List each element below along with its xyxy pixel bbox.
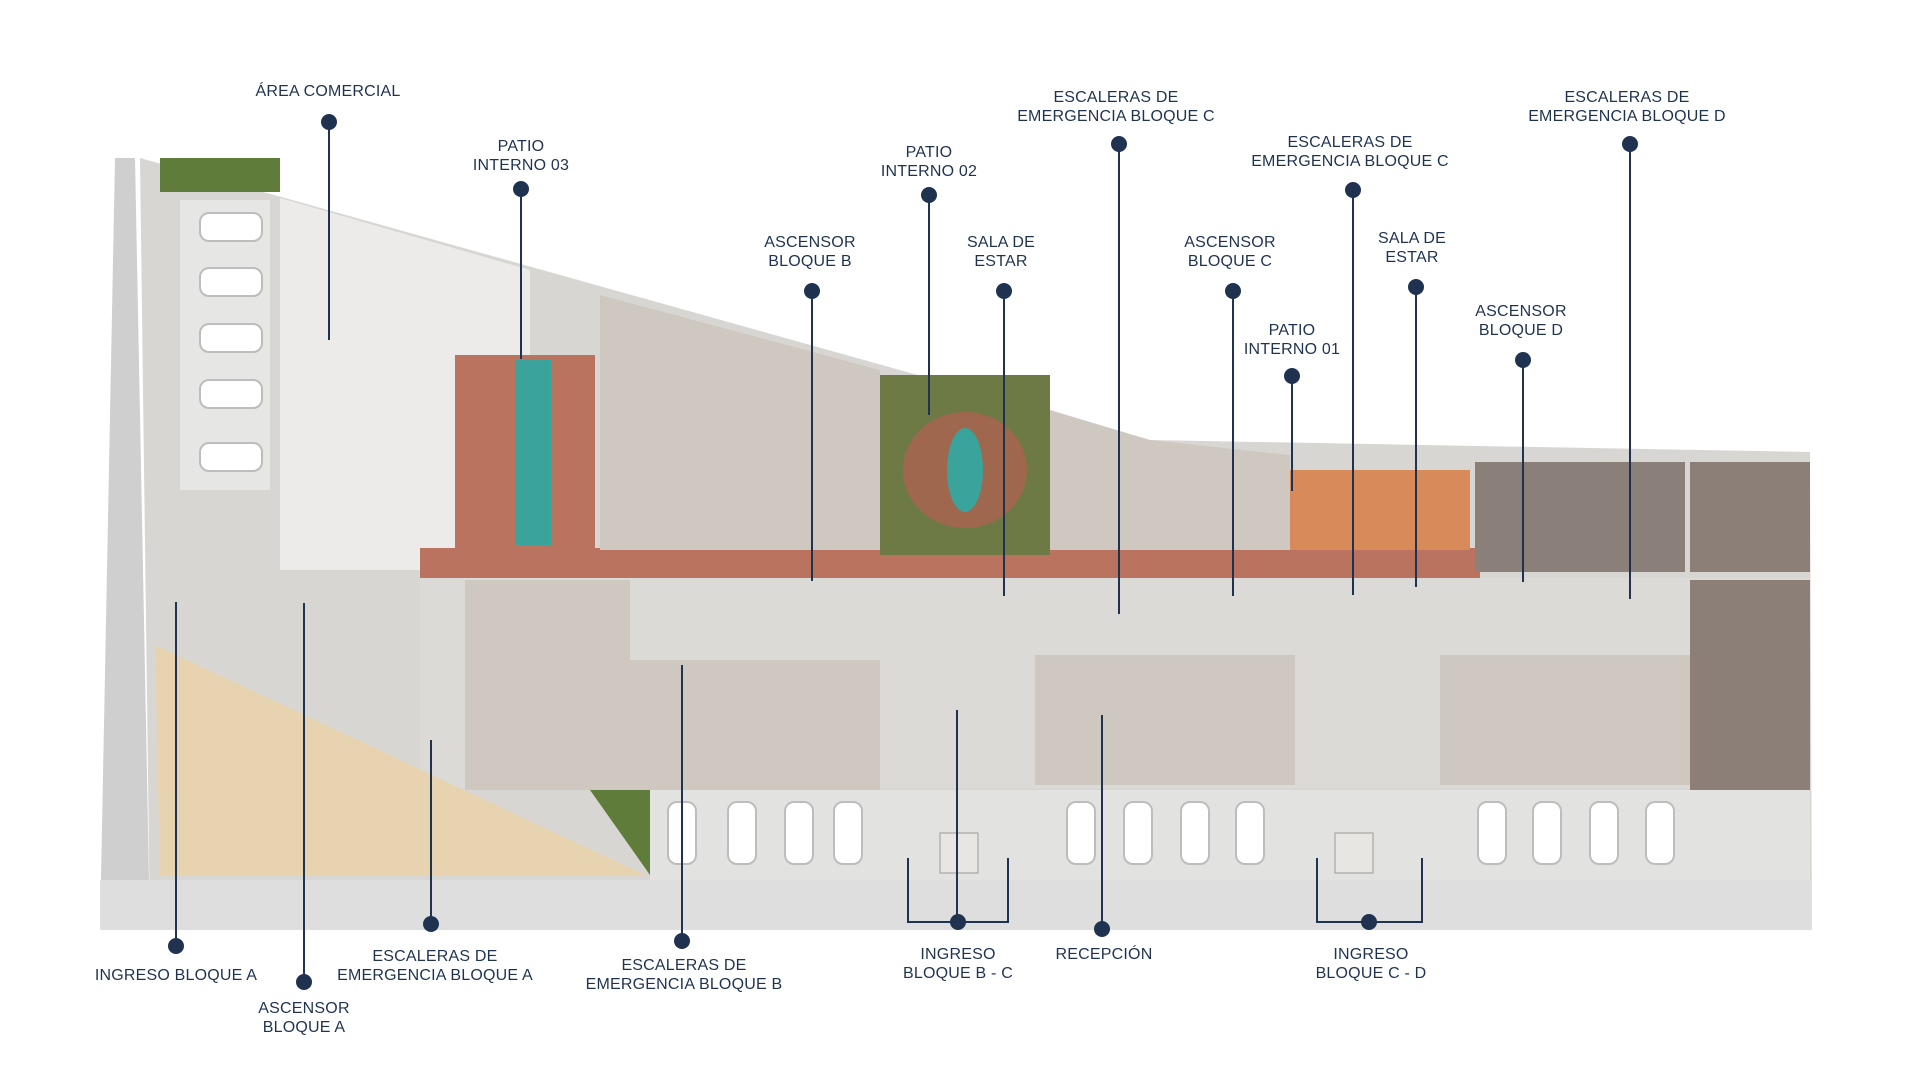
leader-line [1101,715,1103,929]
label-patio-interno-03: PATIO INTERNO 03 [472,138,570,174]
car [1235,801,1265,865]
leader-line [1629,144,1631,599]
leader-line [520,189,522,359]
marker-dot [321,114,337,130]
car [1589,801,1619,865]
sand-area [155,645,645,875]
leader-line [175,602,177,947]
car [833,801,863,865]
car [784,801,814,865]
leader-line [1522,360,1524,582]
car [199,323,263,353]
label-escaleras-emergencia-bloque-c-2: ESCALERAS DE EMERGENCIA BLOQUE C [1251,134,1449,170]
label-area-comercial: ÁREA COMERCIAL [255,83,401,100]
bracket-ingreso-bc [1007,858,1009,922]
marker-dot [996,283,1012,299]
lawn-strip [160,158,280,192]
block-d-lower-units [1440,655,1690,785]
marker-dot [1361,914,1377,930]
car [1180,801,1210,865]
car [199,212,263,242]
car [1066,801,1096,865]
label-ingreso-bloque-c-d: INGRESO BLOQUE C - D [1315,946,1427,982]
label-escaleras-emergencia-bloque-d: ESCALERAS DE EMERGENCIA BLOQUE D [1528,89,1726,125]
marker-dot [168,938,184,954]
parking-strip [650,790,1810,880]
leader-line [956,710,958,920]
entry-gate-bc [939,832,979,874]
marker-dot [921,187,937,203]
car [199,379,263,409]
patio-01-area [1290,470,1470,550]
leader-line [1003,291,1005,596]
leader-line [1352,190,1354,595]
marker-dot [1225,283,1241,299]
block-d-lower-roof [1690,580,1810,790]
block-a-units [465,580,630,790]
label-escaleras-emergencia-bloque-a: ESCALERAS DE EMERGENCIA BLOQUE A [337,948,533,984]
leader-line [430,740,432,924]
entry-gate-cd [1334,832,1374,874]
leader-line [1118,144,1120,614]
block-d-roof [1690,462,1810,572]
marker-dot [804,283,820,299]
label-escaleras-emergencia-bloque-b: ESCALERAS DE EMERGENCIA BLOQUE B [585,957,783,993]
marker-dot [1622,136,1638,152]
marker-dot [1515,352,1531,368]
car [199,442,263,472]
label-ascensor-bloque-c: ASCENSOR BLOQUE C [1184,234,1276,270]
car [727,801,757,865]
label-sala-de-estar-2: SALA DE ESTAR [1377,230,1447,266]
marker-dot [1284,368,1300,384]
marker-dot [1094,921,1110,937]
leader-line [928,195,930,415]
bracket-ingreso-bc [907,858,909,922]
label-patio-interno-01: PATIO INTERNO 01 [1243,322,1341,358]
car [199,267,263,297]
block-d-upper [1475,462,1685,572]
car [1477,801,1507,865]
marker-dot [1345,182,1361,198]
block-c-lower-units [1035,655,1295,785]
label-ascensor-bloque-d: ASCENSOR BLOQUE D [1475,303,1567,339]
leader-line [1415,287,1417,587]
marker-dot [1111,136,1127,152]
marker-dot [674,933,690,949]
label-recepcion: RECEPCIÓN [1055,946,1153,963]
marker-dot [513,181,529,197]
label-ingreso-bloque-a: INGRESO BLOQUE A [94,967,258,984]
lawn-triangle [590,790,650,875]
leader-line [1232,291,1234,596]
patio-03-pool [515,360,551,545]
bracket-ingreso-cd [1421,858,1423,922]
bracket-ingreso-cd [1316,858,1318,922]
marker-dot [296,974,312,990]
leader-line [1291,376,1293,491]
label-sala-de-estar-1: SALA DE ESTAR [966,234,1036,270]
leader-line [681,665,683,941]
car [1532,801,1562,865]
patio-02-water [947,428,983,512]
label-ingreso-bloque-b-c: INGRESO BLOQUE B - C [903,946,1013,982]
leader-line [328,122,330,340]
leader-line [811,291,813,581]
label-escaleras-emergencia-bloque-c-1: ESCALERAS DE EMERGENCIA BLOQUE C [1017,89,1215,125]
marker-dot [423,916,439,932]
car [1645,801,1675,865]
left-sidewalk [100,158,150,930]
block-c-upper-units [1050,410,1290,550]
label-ascensor-bloque-b: ASCENSOR BLOQUE B [764,234,856,270]
marker-dot [950,914,966,930]
label-ascensor-bloque-a: ASCENSOR BLOQUE A [258,1000,350,1036]
block-b-lower-units [630,660,880,790]
leader-line [303,603,305,983]
label-patio-interno-02: PATIO INTERNO 02 [880,144,978,180]
car [1123,801,1153,865]
marker-dot [1408,279,1424,295]
block-b-upper-units [600,295,880,550]
